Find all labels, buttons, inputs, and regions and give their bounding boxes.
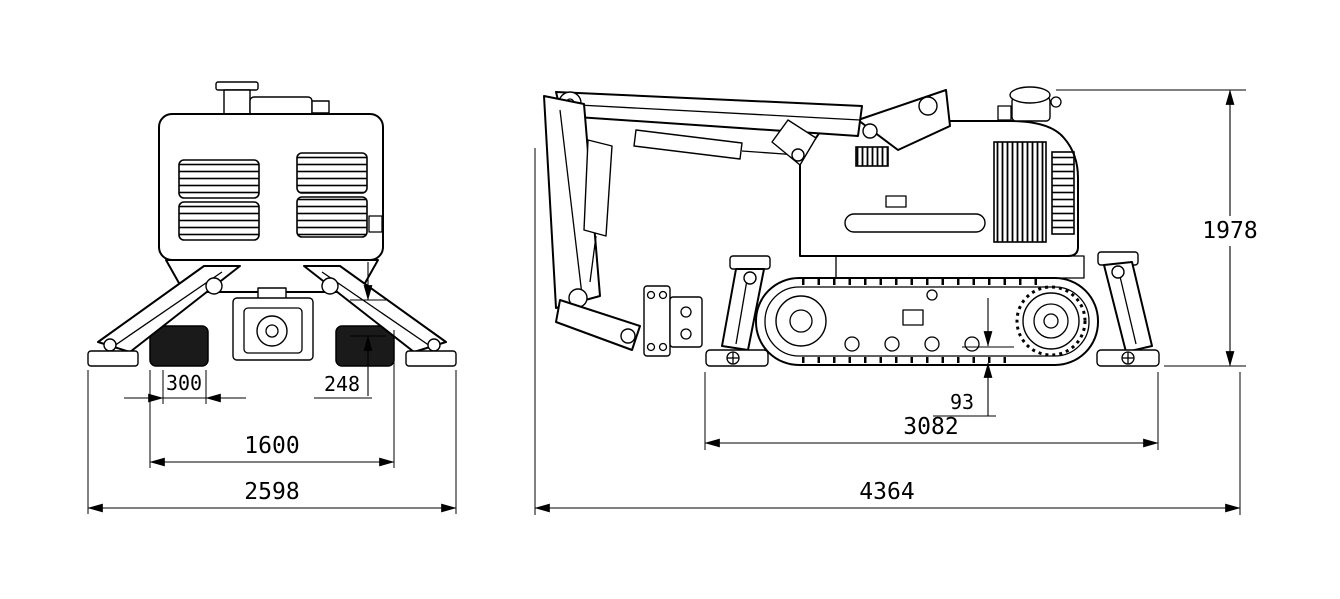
- dimension-300: 300: [124, 370, 246, 404]
- side-vent-grille: [993, 141, 1047, 243]
- dim-label-2598: 2598: [244, 479, 299, 505]
- roof-exhaust: [997, 86, 1062, 122]
- front-view-dimensions: 300 248 1600 2598: [87, 262, 457, 514]
- engine-housing: [158, 113, 384, 261]
- tool-coupler: [643, 285, 703, 357]
- drive-sprocket: [1015, 285, 1087, 357]
- front-view-machine: [87, 81, 457, 367]
- rear-outrigger-side-view: [1096, 251, 1160, 367]
- boom-cylinder: [633, 129, 743, 160]
- dim-label-300: 300: [166, 371, 202, 395]
- left-foot-pad: [87, 350, 139, 367]
- dim-label-93: 93: [950, 390, 974, 414]
- dim-label-1600: 1600: [244, 433, 299, 459]
- dimension-4364: 4364: [534, 148, 1241, 515]
- right-track-front: [335, 325, 395, 367]
- main-boom: [555, 91, 863, 137]
- dim-label-4364: 4364: [859, 479, 914, 505]
- front-outrigger-side-view: [705, 255, 771, 367]
- dim-label-3082: 3082: [903, 414, 958, 440]
- exhaust-muffler: [215, 81, 330, 117]
- side-view-machine: [543, 86, 1160, 367]
- arm-cylinder: [583, 139, 613, 237]
- right-outrigger-front-view: [303, 265, 457, 367]
- dim-label-248: 248: [324, 372, 360, 396]
- dimension-1600: 1600: [149, 330, 395, 468]
- boom-arm-assembly: [543, 89, 951, 357]
- dimension-93: 93: [933, 298, 1014, 417]
- dipper-arm: [543, 95, 601, 309]
- body-handle: [844, 213, 986, 233]
- side-view-dimensions: 93 3082 4364 1978: [534, 89, 1264, 515]
- dimension-3082: 3082: [704, 372, 1159, 450]
- left-outrigger-front-view: [87, 265, 241, 367]
- dim-label-1978: 1978: [1202, 218, 1257, 244]
- idler-wheel: [775, 295, 827, 347]
- track-undercarriage: [755, 277, 1099, 366]
- dimension-1978: 1978: [1056, 89, 1264, 367]
- dimension-248: 248: [314, 262, 386, 399]
- left-track-front: [149, 325, 209, 367]
- dimension-2598: 2598: [87, 370, 457, 514]
- center-gearbox: [232, 287, 314, 361]
- body-housing-side: [799, 86, 1085, 279]
- right-foot-pad: [405, 350, 457, 367]
